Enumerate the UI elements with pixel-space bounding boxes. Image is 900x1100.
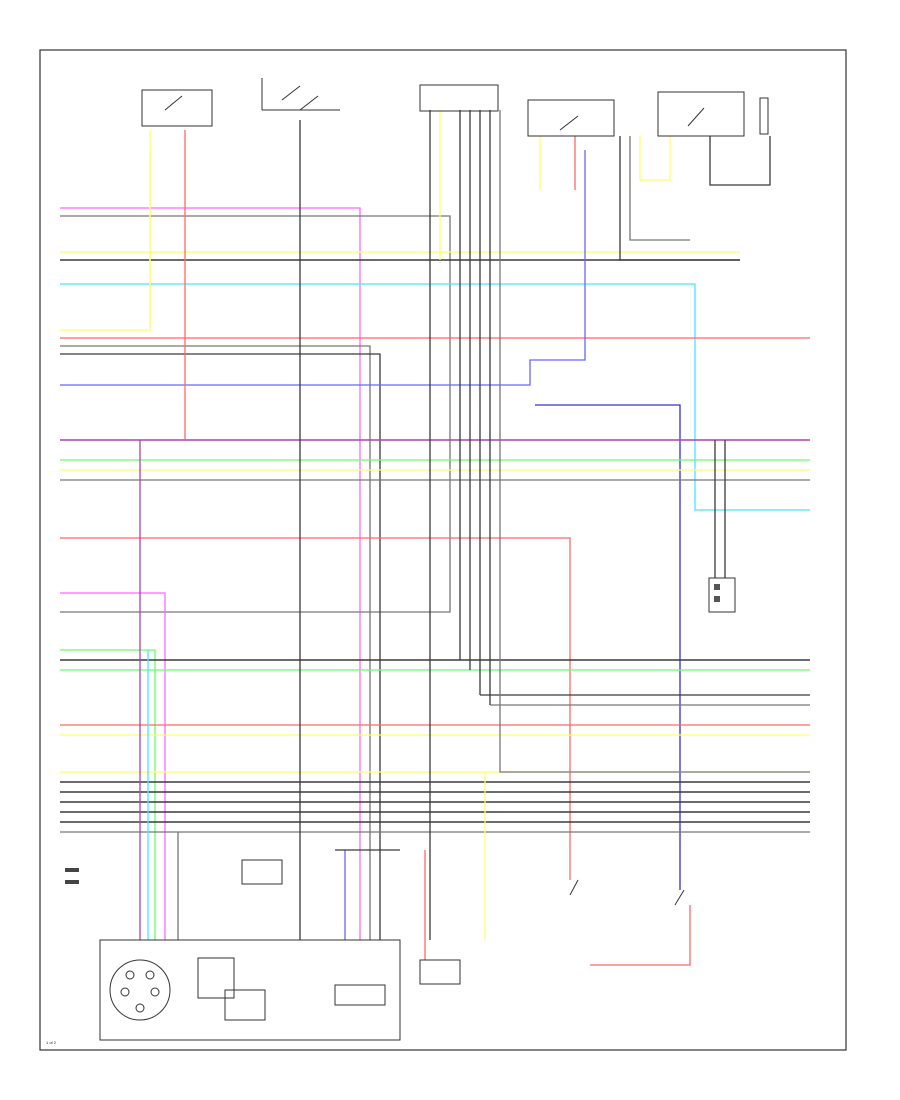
oxygen-sensor-component — [569, 879, 579, 896]
wire-gray-v1 — [499, 110, 810, 773]
wire-black-v7 — [619, 136, 740, 261]
components-layer — [65, 78, 769, 1041]
throttle-position-sensor-component — [419, 959, 461, 985]
clutch-switch-component — [141, 89, 213, 127]
data-link-connector-component — [419, 84, 499, 112]
knock-sensor-component — [334, 984, 386, 1006]
wire-blue-1 — [60, 150, 586, 386]
distributor-outline — [99, 939, 401, 1041]
vehicle-speed-sensor-component — [657, 91, 745, 137]
tcm-relay-component — [527, 99, 615, 137]
ignition-coil-component — [224, 989, 266, 1021]
wire-pink-2 — [60, 592, 166, 940]
wire-red-bottom — [590, 905, 691, 966]
wire-gray-2 — [60, 345, 371, 940]
ignition-switch-component — [261, 78, 340, 111]
fuse-component — [759, 97, 769, 135]
wires-layer — [60, 110, 810, 966]
igniter-component — [241, 859, 283, 885]
wire-green-2 — [60, 649, 156, 940]
wire-pink-1 — [60, 207, 361, 940]
wire-yellow-v4 — [639, 136, 671, 181]
diagram-frame — [39, 49, 847, 1051]
coolant-temp-sensor-component — [674, 889, 685, 906]
wire-gray-1 — [60, 215, 451, 613]
shift-switch-component — [708, 577, 736, 613]
page-label: 1 of 2 — [46, 1040, 57, 1045]
wire-black-v8 — [709, 136, 771, 186]
wire-black-2 — [60, 353, 381, 940]
ground-symbol — [65, 868, 79, 884]
wire-red-2 — [60, 537, 571, 880]
wire-blue-dark — [535, 404, 681, 890]
wire-gray-v2 — [629, 136, 690, 241]
wire-cyan-1 — [60, 283, 810, 511]
wire-yellow-clutch — [60, 150, 151, 331]
